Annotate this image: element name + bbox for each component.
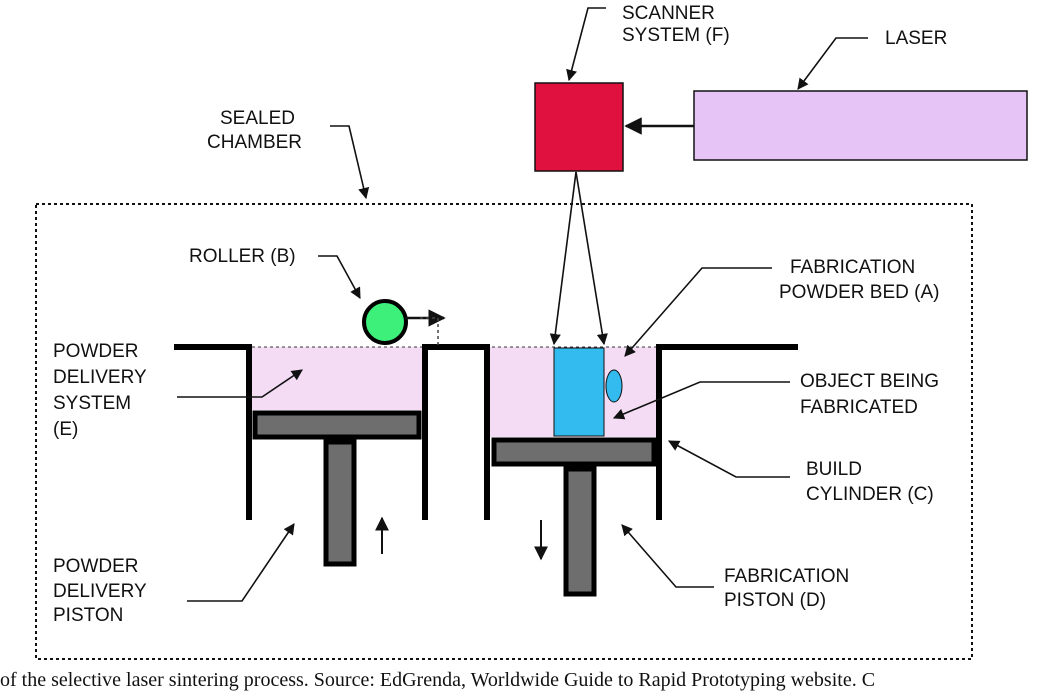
leader-fabrication-piston — [621, 524, 714, 588]
roller-label: ROLLER (B) — [189, 246, 296, 267]
fabrication-piston-rod — [563, 466, 597, 597]
leader-object — [612, 381, 790, 420]
leader-build-cylinder — [668, 440, 790, 478]
roller-spread-guide — [420, 317, 439, 346]
powder-delivery-label-line4: (E) — [53, 419, 78, 440]
build-cylinder-label-line2: CYLINDER (C) — [806, 484, 934, 505]
delivery-piston-plate — [252, 410, 422, 440]
leader-powder-delivery — [177, 369, 303, 398]
laser-label: LASER — [885, 28, 947, 49]
scanner-label-line1: SCANNER — [622, 3, 715, 24]
scan-beam-right — [575, 171, 608, 346]
fabrication-piston-label-line2: PISTON (D) — [724, 590, 826, 611]
fabrication-piston-plate — [491, 437, 657, 467]
powder-bed-label-line2: POWDER BED (A) — [779, 282, 939, 303]
delivery-piston-rod — [323, 439, 357, 567]
sealed-chamber-label-line2: CHAMBER — [207, 132, 302, 153]
leader-delivery-piston — [187, 523, 295, 602]
powder-delivery-label-line2: DELIVERY — [53, 367, 147, 388]
delivery-fabrication-divider — [422, 344, 490, 520]
powder-delivery-label-line3: SYSTEM — [53, 393, 131, 414]
roller — [362, 299, 408, 345]
delivery-piston-label-line1: POWDER — [53, 556, 139, 577]
delivery-piston-label-line3: PISTON — [53, 605, 123, 626]
powder-delivery-powder — [252, 347, 422, 410]
leader-laser — [797, 37, 868, 90]
leader-sealed-chamber — [330, 125, 370, 200]
leader-roller — [318, 255, 361, 299]
object-label-line1: OBJECT BEING — [800, 371, 939, 392]
sealed-chamber-boundary — [35, 203, 973, 660]
fabricated-object — [553, 347, 605, 437]
fabrication-piston-label-line1: FABRICATION — [724, 566, 849, 587]
sealed-chamber-label-line1: SEALED — [220, 108, 295, 129]
scanner-label-line2: SYSTEM (F) — [622, 25, 730, 46]
scanner-system — [534, 82, 624, 172]
build-cylinder-wall — [656, 344, 798, 520]
powder-delivery-label-line1: POWDER — [53, 341, 139, 362]
powder-bed-label-line1: FABRICATION — [790, 257, 915, 278]
laser-unit — [693, 90, 1028, 161]
leader-powder-bed — [624, 267, 772, 357]
object-label-line2: FABRICATED — [800, 397, 918, 418]
scan-beam-left — [549, 171, 577, 346]
delivery-cylinder-wall — [174, 344, 252, 520]
leader-scanner — [566, 7, 606, 82]
fabricated-object-feature — [605, 369, 623, 403]
build-cylinder-label-line1: BUILD — [806, 459, 862, 480]
delivery-piston-label-line2: DELIVERY — [53, 581, 147, 602]
figure-caption: of the selective laser sintering process… — [0, 669, 875, 691]
